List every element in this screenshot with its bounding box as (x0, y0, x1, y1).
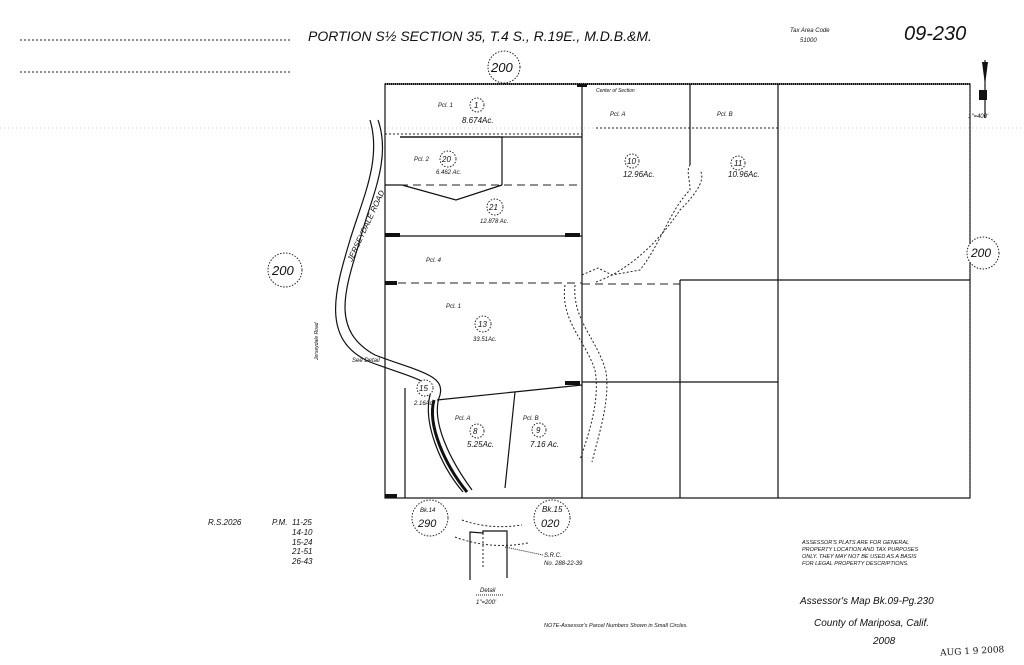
svg-text:8: 8 (473, 427, 478, 436)
parcel-number-note: NOTE-Assessor's Parcel Numbers Shown in … (544, 623, 688, 629)
block-bk15-020: Bk.15 020 (533, 499, 571, 537)
svg-text:9: 9 (536, 426, 541, 435)
parcel-10[interactable]: Pcl. A 10 12.96Ac. (610, 112, 655, 179)
pm-ref: 21-51 (291, 547, 312, 556)
creek-line (574, 284, 608, 463)
parcel-line (504, 391, 516, 489)
parcel-21[interactable]: 21 12.878 Ac. (480, 198, 508, 225)
north-arrow-icon (979, 60, 988, 118)
svg-text:20: 20 (441, 155, 451, 164)
detail-inset (454, 519, 544, 580)
road-parcel-boundary (431, 399, 469, 493)
north-arrow-scale: 1"=400' (968, 114, 989, 120)
monument-markers (385, 84, 587, 498)
parcel-13[interactable]: Pcl. 4 Pcl. 1 13 33.51Ac. (426, 258, 497, 343)
svg-text:Bk.14: Bk.14 (420, 508, 436, 514)
svg-text:15: 15 (419, 384, 428, 393)
svg-text:10: 10 (627, 157, 636, 166)
tax-area-code: 51000 (800, 38, 817, 44)
disclaimer-line: ASSESSOR'S PLATS ARE FOR GENERAL (801, 540, 909, 546)
parcel-15[interactable]: 15 2.16Ac. (413, 379, 434, 407)
svg-text:2.16Ac.: 2.16Ac. (413, 401, 434, 407)
block-200-left: 200 (267, 252, 303, 288)
svg-text:200: 200 (271, 263, 294, 278)
creek-line (581, 164, 691, 276)
svg-text:Bk.15: Bk.15 (542, 505, 563, 514)
parcel-1[interactable]: Pcl. 1 1 8.674Ac. (438, 97, 494, 125)
svg-text:6.462 Ac.: 6.462 Ac. (436, 170, 461, 176)
svg-text:290: 290 (417, 518, 437, 530)
disclaimer-line: PROPERTY LOCATION AND TAX PURPOSES (802, 547, 918, 553)
svg-text:Pcl. A: Pcl. A (455, 416, 470, 422)
svg-text:33.51Ac.: 33.51Ac. (473, 337, 497, 343)
parcel-line (436, 384, 583, 401)
svg-text:7.16 Ac.: 7.16 Ac. (530, 440, 559, 449)
map-year: 2008 (872, 636, 896, 647)
pm-ref: 14-10 (292, 528, 313, 537)
parcel-8[interactable]: Pcl. A8 5.25Ac. (455, 416, 494, 449)
detail-note-number: No. 288-22-39 (544, 561, 583, 567)
svg-text:8.674Ac.: 8.674Ac. (462, 116, 494, 125)
creek-line (595, 169, 703, 283)
svg-text:10.96Ac.: 10.96Ac. (728, 170, 760, 179)
svg-text:1: 1 (474, 101, 478, 110)
svg-text:12.878 Ac.: 12.878 Ac. (480, 219, 508, 225)
disclaimer-line: ONLY. THEY MAY NOT BE USED AS A BASIS (802, 554, 917, 560)
parcel-map-label: P.M. (272, 518, 287, 527)
parcel-20-boundary (400, 136, 503, 185)
jerseydale-road-edge (335, 119, 464, 493)
parcel-11[interactable]: Pcl. B 11 10.96Ac. (717, 112, 760, 179)
detail-scale: 1"=200' (476, 600, 497, 606)
svg-text:5.25Ac.: 5.25Ac. (467, 440, 494, 449)
map-title: PORTION S½ SECTION 35, T.4 S., R.19E., M… (308, 28, 652, 44)
svg-text:Pcl. 2: Pcl. 2 (414, 157, 430, 163)
detail-note-src: S.R.C. (544, 553, 562, 559)
svg-text:Pcl. 1: Pcl. 1 (438, 103, 453, 109)
tax-area-label: Tax Area Code (790, 28, 830, 34)
svg-text:12.96Ac.: 12.96Ac. (623, 170, 655, 179)
svg-text:Pcl. A: Pcl. A (610, 112, 625, 118)
svg-text:Pcl. 4: Pcl. 4 (426, 258, 442, 264)
record-of-survey: R.S.2026 (208, 518, 242, 527)
road-label: JERSEYDALE ROAD (345, 189, 386, 264)
block-bk14-290: Bk.14 290 (411, 499, 449, 537)
map-reference: Assessor's Map Bk.09-Pg.230 (799, 596, 934, 607)
svg-text:13: 13 (478, 320, 487, 329)
pm-ref: 11-25 (292, 518, 312, 527)
county-label: County of Mariposa, Calif. (814, 618, 929, 629)
see-detail-label: See Detail (352, 358, 380, 364)
date-stamp: AUG 1 9 2008 (939, 645, 1005, 658)
block-200-right: 200 (966, 236, 1000, 270)
disclaimer-line: FOR LEGAL PROPERTY DESCRIPTIONS. (802, 561, 909, 567)
svg-text:21: 21 (488, 203, 498, 212)
pm-ref: 15-24 (292, 538, 313, 547)
center-of-section-label: Center of Section (596, 88, 635, 94)
block-200-top: 200 (487, 50, 521, 84)
pm-ref: 26-43 (291, 557, 313, 566)
parcel-9[interactable]: Pcl. B 9 7.16 Ac. (523, 416, 559, 449)
svg-text:Pcl. B: Pcl. B (523, 416, 539, 422)
svg-text:020: 020 (541, 518, 560, 530)
map-number: 09-230 (904, 23, 966, 45)
parcel-20[interactable]: Pcl. 2 20 6.462 Ac. (414, 150, 461, 176)
road-side-note: Jerseydale Road (314, 322, 320, 361)
parcel-21-boundary (385, 184, 503, 201)
jerseydale-road-edge (344, 119, 473, 491)
detail-title: Detail (480, 588, 496, 594)
svg-text:200: 200 (490, 60, 513, 75)
svg-text:11: 11 (734, 159, 742, 168)
svg-text:Pcl. 1: Pcl. 1 (446, 304, 461, 310)
svg-text:Pcl. B: Pcl. B (717, 112, 733, 118)
svg-text:200: 200 (970, 246, 991, 260)
creek-line (563, 284, 597, 461)
